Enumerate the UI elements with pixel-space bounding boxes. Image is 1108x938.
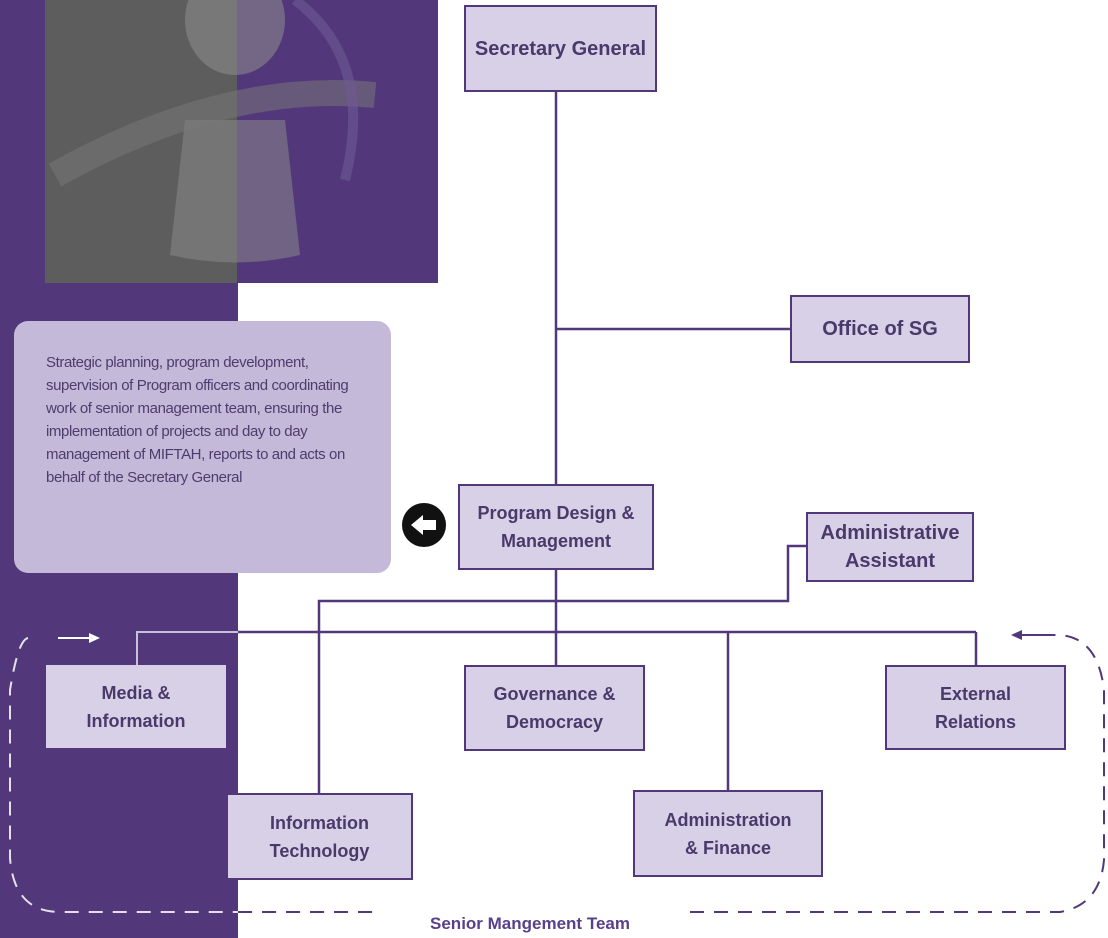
node-program-design-label: Program Design & Management <box>477 503 635 551</box>
node-external-relations-label: External Relations <box>934 683 1017 732</box>
photo-figure-graphic <box>48 0 377 263</box>
senior-management-team-label: Senior Mangement Team <box>430 914 630 933</box>
arrow-left-circle-icon <box>411 515 436 535</box>
node-administrative-assistant[interactable]: Administrative Assistant <box>806 512 974 582</box>
node-external-relations[interactable]: External Relations <box>885 665 1066 750</box>
node-office-of-sg[interactable]: Office of SG <box>790 295 970 363</box>
node-office-of-sg-label: Office of SG <box>822 318 938 340</box>
role-description-card: Strategic planning, program development,… <box>14 321 391 573</box>
node-secretary-general[interactable]: Secretary General <box>464 5 657 92</box>
node-program-design[interactable]: Program Design & Management <box>458 484 654 570</box>
node-media-information-label: Media & Information <box>86 682 186 731</box>
role-description-text: Strategic planning, program development,… <box>46 354 349 486</box>
node-governance-democracy-label: Governance & Democracy <box>493 684 616 732</box>
node-media-information[interactable]: Media & Information <box>46 665 226 748</box>
node-information-technology-label: Information Technology <box>269 812 370 861</box>
back-arrow-button[interactable] <box>402 503 446 547</box>
node-secretary-general-label: Secretary General <box>474 37 647 60</box>
header-photo <box>45 0 438 283</box>
node-administrative-assistant-label: Administrative Assistant <box>820 522 960 572</box>
node-administration-finance[interactable]: Administration & Finance <box>633 790 823 877</box>
node-information-technology[interactable]: Information Technology <box>226 793 413 880</box>
node-administration-finance-label: Administration & Finance <box>664 809 792 858</box>
node-governance-democracy[interactable]: Governance & Democracy <box>464 665 645 751</box>
